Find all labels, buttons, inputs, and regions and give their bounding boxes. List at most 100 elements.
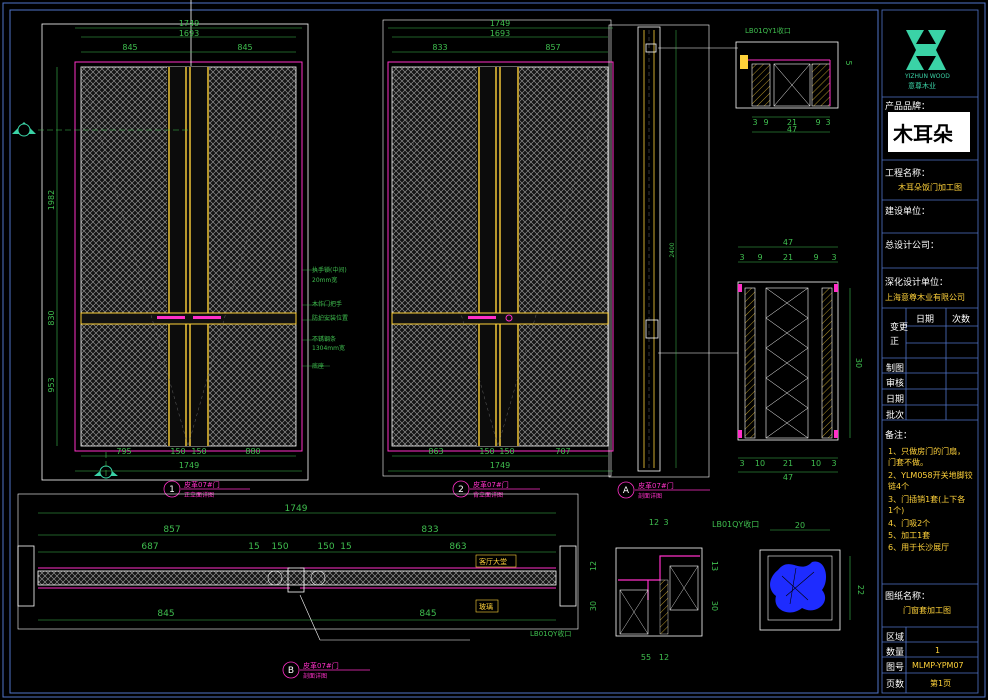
door-2-rail [391, 312, 609, 325]
dim-inner-width: 1693 [179, 29, 199, 38]
svg-text:15: 15 [248, 542, 259, 552]
note-guard: 防护安装位置 [312, 314, 348, 322]
dim-right-leaf: 845 [237, 43, 252, 52]
svg-text:863: 863 [449, 542, 466, 552]
title-block [881, 9, 979, 694]
door-2-outline [387, 61, 614, 452]
detail-c-label: LB01QY收口 [712, 519, 759, 529]
plan-b-door-leaves [37, 570, 557, 586]
svg-text:21: 21 [783, 459, 793, 468]
svg-text:9: 9 [757, 253, 762, 262]
svg-text:47: 47 [787, 125, 797, 134]
row-review: 审核 [886, 379, 905, 389]
svg-text:12: 12 [589, 561, 598, 571]
note-1b: 门套不做。 [888, 458, 928, 467]
revision-label-2: 正 [890, 337, 900, 347]
svg-text:皮革07#门: 皮革07#门 [184, 480, 220, 489]
svg-text:皮革07#门: 皮革07#门 [638, 481, 674, 490]
svg-text:30: 30 [854, 358, 863, 368]
svg-text:正立面详图: 正立面详图 [184, 491, 214, 499]
door-2-handle [468, 316, 496, 319]
dim-e2-left: 833 [432, 43, 447, 52]
dim-height-mid: 830 [47, 310, 56, 325]
dim-e2-b2: 150 [479, 447, 494, 456]
drawing-name-value: 门窗套加工图 [903, 606, 951, 615]
svg-text:3: 3 [739, 253, 744, 262]
section-a-caption: A 皮革07#门 剖面详图 [617, 481, 710, 500]
svg-text:10: 10 [811, 459, 821, 468]
dim-height-upper: 1982 [47, 190, 56, 210]
svg-text:剖面详图: 剖面详图 [638, 492, 662, 500]
elevation-1-caption: 1 皮革07#门 正立面详图 [163, 480, 250, 499]
section-a: 2400 LB01QY1收口 A 皮革07#门 剖面详图 [608, 24, 791, 500]
note-1: 1、只做房门的门扇， [888, 447, 966, 456]
general-designer-label: 总设计公司： [885, 241, 940, 251]
svg-text:15: 15 [340, 542, 351, 552]
dim-e2-overall: 1749 [490, 19, 510, 28]
drawing-no-label: 图号 [886, 663, 905, 673]
elevation-1-frame [41, 23, 309, 481]
svg-text:皮革07#门: 皮革07#门 [303, 661, 339, 670]
note-3: 3、门插销1套(上下各 [888, 495, 966, 504]
detail-mid: 47 3 9 21 9 3 3 10 21 10 3 47 30 [737, 238, 863, 482]
product-label: 产品品牌： [885, 102, 931, 112]
elevation-2-caption: 2 皮革07#门 背立面详图 [452, 480, 540, 499]
note-handle: 木作门把手 [312, 300, 342, 308]
company-logo [906, 30, 946, 70]
svg-text:845: 845 [419, 609, 436, 619]
svg-text:30: 30 [589, 601, 598, 611]
door-1-handle-left [157, 316, 185, 319]
elevation-2-frame [382, 19, 612, 477]
svg-text:833: 833 [421, 525, 438, 535]
project-value: 木耳朵饭门加工图 [898, 183, 962, 192]
note-base: 底座 [312, 362, 324, 370]
elevation-1: 1749 1693 845 845 1982 830 953 795 150 1… [12, 0, 348, 499]
logo-en-text: YIZHUN WOOD [905, 73, 950, 80]
dim-left-leaf: 845 [122, 43, 137, 52]
note-4: 4、门吸2个 [888, 519, 931, 528]
row-batch: 批次 [886, 411, 905, 421]
svg-text:3: 3 [663, 518, 668, 527]
svg-text:5: 5 [844, 60, 853, 65]
note-strip-width: 1304mm宽 [312, 344, 345, 352]
note-5: 5、加工1套 [888, 531, 931, 540]
plan-b-jamb-left [17, 545, 35, 607]
dim-e2-right: 857 [545, 43, 560, 52]
builder-label: 建设单位： [885, 207, 931, 217]
qty-value: 1 [935, 646, 941, 655]
plan-b-jamb-right [559, 545, 577, 607]
detail-top-lock-icon [740, 55, 748, 69]
dim-bottom-1: 795 [116, 447, 131, 456]
dim-height-lower: 953 [47, 377, 56, 392]
svg-text:3: 3 [739, 459, 744, 468]
svg-text:150: 150 [317, 542, 334, 552]
svg-text:3: 3 [831, 459, 836, 468]
brand-mark: 木耳朵 [893, 122, 953, 146]
svg-text:857: 857 [163, 525, 180, 535]
svg-text:3: 3 [825, 118, 830, 127]
svg-text:845: 845 [157, 609, 174, 619]
brand-logo [888, 112, 970, 152]
svg-text:30: 30 [710, 601, 719, 611]
drawing-no-value: MLMP-YPM07 [912, 661, 964, 670]
page-value: 第1页 [930, 679, 952, 688]
svg-text:10: 10 [755, 459, 765, 468]
detail-top: 3 9 21 9 3 47 5 [735, 41, 853, 134]
dim-e2-inner: 1693 [490, 29, 510, 38]
svg-text:47: 47 [783, 238, 793, 247]
dim-overall-width: 1749 [179, 19, 199, 28]
plan-b-handle-icon [267, 570, 283, 586]
logo-cn-text: 意尊木业 [908, 82, 936, 90]
svg-text:1: 1 [169, 485, 175, 495]
deep-design-label: 深化设计单位： [885, 278, 949, 288]
page-label: 页数 [886, 680, 905, 690]
drawing-frame [9, 9, 879, 694]
svg-text:150: 150 [271, 542, 288, 552]
plan-b-caption: B 皮革07#门 剖面详图 [282, 661, 370, 680]
svg-text:9: 9 [815, 118, 820, 127]
note-lock: 执手锁(中间) [312, 266, 347, 274]
svg-text:13: 13 [710, 561, 719, 571]
svg-text:21: 21 [783, 253, 793, 262]
section-a-height: 2400 [669, 242, 676, 257]
